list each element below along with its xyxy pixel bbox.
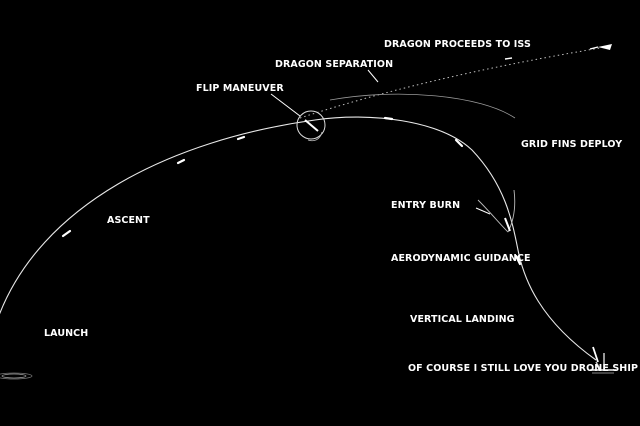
drone-ship-icon [590, 346, 616, 374]
label-vertical-landing: VERTICAL LANDING [410, 314, 515, 325]
label-launch: LAUNCH [44, 328, 88, 339]
ascent-trajectory [0, 119, 316, 315]
leader-lines [270, 69, 491, 215]
entry-burn-icon [477, 189, 516, 233]
flip-maneuver-icon [296, 110, 326, 142]
dragon-trajectory [299, 47, 601, 119]
dragon-marker [504, 57, 513, 60]
label-aerodynamic-guidance: AERODYNAMIC GUIDANCE [391, 253, 531, 264]
label-grid-fins-deploy: GRID FINS DEPLOY [521, 139, 622, 150]
dragon-capsule-icon [589, 44, 612, 50]
label-ascent: ASCENT [107, 215, 150, 226]
stage-markers [61, 116, 522, 266]
label-entry-burn: ENTRY BURN [391, 200, 460, 211]
launch-pad [0, 372, 33, 380]
label-drone-ship: OF COURSE I STILL LOVE YOU DRONE SHIP [408, 363, 638, 374]
label-flip-maneuver: FLIP MANEUVER [196, 83, 284, 94]
label-dragon-proceeds: DRAGON PROCEEDS TO ISS [384, 39, 531, 50]
separation-arc [329, 93, 516, 119]
label-dragon-separation: DRAGON SEPARATION [275, 59, 393, 70]
